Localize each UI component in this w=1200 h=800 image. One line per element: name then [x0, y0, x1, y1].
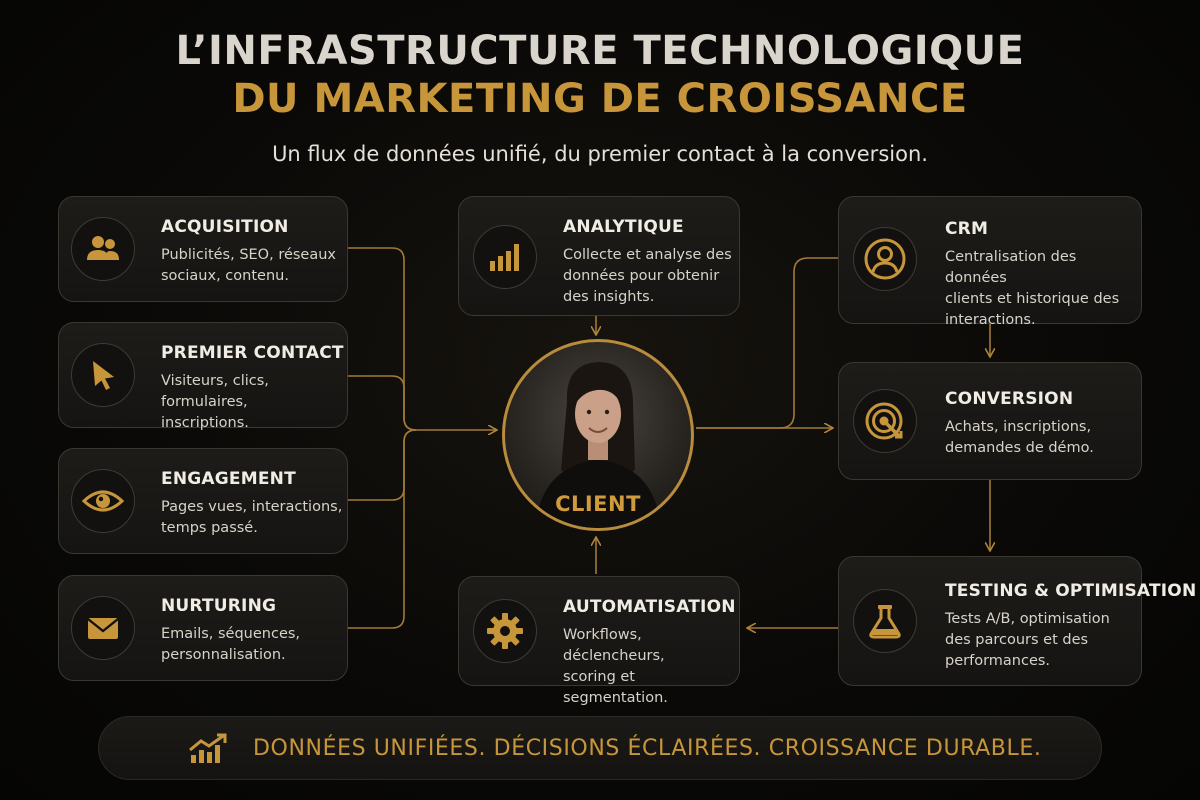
desc-line: demandes de démo.: [945, 440, 1094, 456]
desc-line: Emails, séquences,: [161, 626, 301, 642]
client-portrait: CLIENT: [502, 339, 694, 531]
connector-nurturing: [348, 429, 417, 629]
desc-line: sociaux, contenu.: [161, 268, 289, 284]
card-automatisation: AUTOMATISATION Workflows, déclencheurs, …: [458, 576, 740, 706]
card-description: Publicités, SEO, réseaux sociaux, conten…: [161, 245, 336, 287]
page-title-line-2: DU MARKETING DE CROISSANCE: [232, 76, 968, 122]
card-description: Emails, séquences, personnalisation.: [161, 624, 300, 666]
card-conversion: CONVERSION Achats, inscriptions, demande…: [838, 362, 1142, 480]
tagline-text: DONNÉES UNIFIÉES. DÉCISIONS ÉCLAIRÉES. C…: [253, 736, 1042, 761]
desc-line: inscriptions.: [161, 415, 249, 431]
card-description: Collecte et analyse des données pour obt…: [563, 245, 732, 308]
desc-line: Publicités, SEO, réseaux: [161, 247, 337, 263]
card-title: TESTING & OPTIMISATION: [945, 581, 1197, 601]
card-engagement: ENGAGEMENT Pages vues, interactions, tem…: [58, 448, 348, 554]
card-title: NURTURING: [161, 596, 277, 616]
card-title: ANALYTIQUE: [563, 217, 684, 237]
desc-line: personnalisation.: [161, 647, 286, 663]
card-title: PREMIER CONTACT: [161, 343, 344, 363]
desc-line: Pages vues, interactions,: [161, 499, 343, 515]
desc-line: clients et historique des: [945, 291, 1120, 307]
page-title-line-1: L’INFRASTRUCTURE TECHNOLOGIQUE: [175, 28, 1025, 74]
users-icon: [71, 217, 135, 281]
card-acquisition: ACQUISITION Publicités, SEO, réseaux soc…: [58, 196, 348, 302]
desc-line: Tests A/B, optimisation: [945, 611, 1110, 627]
desc-line: performances.: [945, 653, 1051, 669]
card-description: Workflows, déclencheurs, scoring et segm…: [563, 625, 739, 709]
desc-line: Workflows, déclencheurs,: [563, 627, 665, 664]
growth-chart-icon: [187, 733, 235, 769]
flask-icon: [853, 589, 917, 653]
client-label: CLIENT: [555, 492, 641, 516]
card-title: CRM: [945, 219, 989, 239]
desc-line: Collecte et analyse des: [563, 247, 732, 263]
person-avatar-icon: [535, 362, 661, 528]
target-icon: [853, 389, 917, 453]
desc-line: Achats, inscriptions,: [945, 419, 1092, 435]
gear-icon: [473, 599, 537, 663]
desc-line: Centralisation des données: [945, 249, 1077, 286]
desc-line: des parcours et des: [945, 632, 1089, 648]
card-description: Visiteurs, clics, formulaires, inscripti…: [161, 371, 347, 434]
card-description: Centralisation des données clients et hi…: [945, 247, 1141, 331]
card-testing-optimisation: TESTING & OPTIMISATION Tests A/B, optimi…: [838, 556, 1196, 686]
tagline-banner: DONNÉES UNIFIÉES. DÉCISIONS ÉCLAIRÉES. C…: [98, 716, 1102, 780]
desc-line: données pour obtenir: [563, 268, 720, 284]
card-description: Tests A/B, optimisation des parcours et …: [945, 609, 1110, 672]
connector-premier-contact: [348, 375, 417, 431]
eye-icon: [71, 469, 135, 533]
card-description: Pages vues, interactions, temps passé.: [161, 497, 342, 539]
card-description: Achats, inscriptions, demandes de démo.: [945, 417, 1094, 459]
card-title: CONVERSION: [945, 389, 1074, 409]
card-premier-contact: PREMIER CONTACT Visiteurs, clics, formul…: [58, 322, 348, 431]
page-subtitle: Un flux de données unifié, du premier co…: [272, 142, 928, 166]
desc-line: Visiteurs, clics, formulaires,: [161, 373, 269, 410]
connector-engagement: [348, 429, 417, 501]
desc-line: interactions.: [945, 312, 1036, 328]
card-crm: CRM Centralisation des données clients e…: [838, 196, 1142, 328]
desc-line: scoring et segmentation.: [563, 669, 668, 706]
bar-chart-icon: [473, 225, 537, 289]
card-nurturing: NURTURING Emails, séquences, personnalis…: [58, 575, 348, 681]
card-analytique: ANALYTIQUE Collecte et analyse des donné…: [458, 196, 740, 316]
card-title: ACQUISITION: [161, 217, 289, 237]
card-title: AUTOMATISATION: [563, 597, 736, 617]
desc-line: des insights.: [563, 289, 655, 305]
mail-icon: [71, 596, 135, 660]
desc-line: temps passé.: [161, 520, 258, 536]
card-title: ENGAGEMENT: [161, 469, 296, 489]
user-circle-icon: [853, 227, 917, 291]
connector-acquisition: [348, 247, 417, 431]
cursor-icon: [71, 343, 135, 407]
